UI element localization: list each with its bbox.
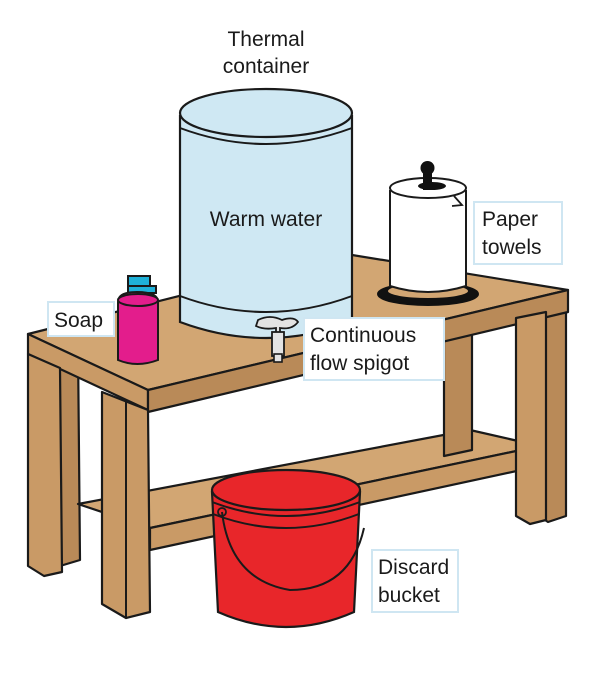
bucket-handle — [221, 511, 365, 592]
label-paper-towels-line2: towels — [482, 236, 542, 259]
label-soap: Soap — [47, 301, 115, 337]
label-discard-bucket-line2: bucket — [378, 584, 440, 607]
label-warm-water: Warm water — [210, 208, 322, 231]
label-paper-towels: Paper towels — [473, 201, 563, 265]
discard-bucket — [210, 468, 365, 629]
container-lid — [178, 87, 354, 139]
label-thermal-container-line1: Thermal — [227, 28, 304, 51]
label-thermal-container-line2: container — [223, 55, 309, 78]
paper-towel-holder — [377, 161, 479, 306]
label-spigot-line1: Continuous — [310, 324, 416, 347]
label-paper-towels-line1: Paper — [482, 208, 538, 231]
label-spigot-line2: flow spigot — [310, 352, 409, 375]
paper-towel-roll — [389, 190, 467, 293]
bucket-rim — [210, 468, 362, 512]
label-soap-text: Soap — [54, 309, 103, 332]
table-leg-back-middle — [442, 330, 474, 458]
label-spigot: Continuous flow spigot — [303, 317, 445, 381]
label-thermal-container: Thermal container — [223, 28, 309, 78]
bucket-body — [210, 490, 362, 629]
table-leg-front-outer — [26, 352, 64, 578]
label-discard-bucket-line1: Discard — [378, 556, 449, 579]
soap-bottle — [117, 275, 159, 365]
table-leg-front-right — [514, 310, 548, 526]
spigot — [254, 316, 300, 363]
label-discard-bucket: Discard bucket — [371, 549, 459, 613]
